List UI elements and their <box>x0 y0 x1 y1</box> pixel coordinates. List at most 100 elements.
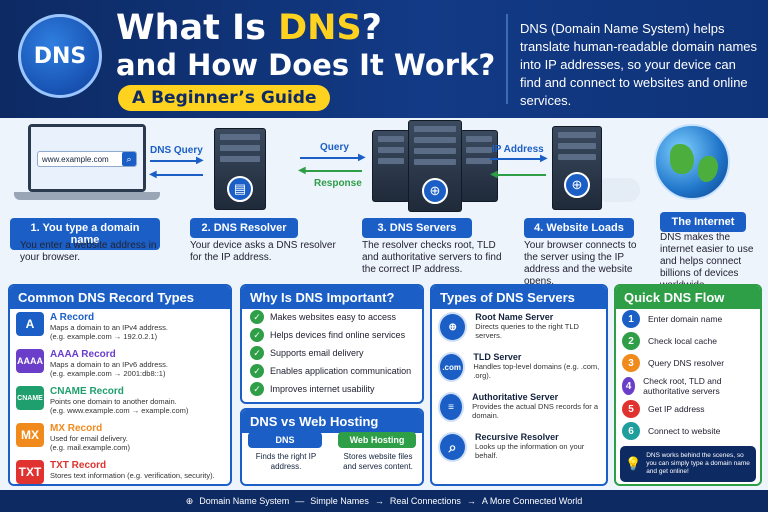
check-icon: ✓ <box>250 382 264 396</box>
response-label: Response <box>314 178 362 189</box>
flow-step: Connect to website <box>648 426 721 436</box>
flow-step: Query DNS resolver <box>648 358 725 368</box>
list-item: ✓ Enables application communication <box>250 364 422 378</box>
why-list: ✓Makes websites easy to access ✓Helps de… <box>250 310 422 396</box>
step-2-label: 2. DNS Resolver <box>190 218 298 238</box>
arrow-left-icon <box>304 170 362 172</box>
dns-resolver-server <box>214 128 266 210</box>
type-desc: Provides the actual DNS records for a do… <box>472 402 599 420</box>
authoritative-server-icon: ≡ <box>438 392 465 422</box>
footer-part: Domain Name System <box>199 496 290 506</box>
dns-desc: Finds the right IP address. <box>255 452 317 471</box>
step-number: 4 <box>622 377 636 395</box>
internet-desc: DNS makes the internet easier to use and… <box>660 232 754 291</box>
arrow-left-icon <box>496 174 546 176</box>
step-1-label: 1. You type a domain name <box>10 218 160 250</box>
arrowhead-icon: ▶ <box>540 153 548 164</box>
search-icon[interactable]: ⌕ <box>122 152 136 166</box>
check-icon: ✓ <box>250 346 264 360</box>
check-icon: ✓ <box>250 310 264 324</box>
page-title: What Is DNS? <box>116 8 382 48</box>
type-desc: Looks up the information on your behalf. <box>475 442 585 460</box>
a-record-icon: A <box>16 312 44 336</box>
record-name: TXT Record <box>50 460 107 471</box>
header-divider <box>506 14 508 104</box>
step-4-label: 4. Website Loads <box>524 218 634 238</box>
step-3-label: 3. DNS Servers <box>362 218 472 238</box>
why-item: Helps devices find online services <box>270 330 406 340</box>
check-icon: ✓ <box>250 364 264 378</box>
record-example: (e.g. example.com → 2001:db8::1) <box>50 369 166 378</box>
tld-server-icon: .com <box>438 352 466 382</box>
logo-text: DNS <box>33 43 87 69</box>
record-desc: Points one domain to another domain. <box>50 397 177 406</box>
why-item: Enables application communication <box>270 366 412 376</box>
footer-part: Simple Names <box>310 496 369 506</box>
list-item: ✓Helps devices find online services <box>250 328 422 342</box>
dns-query-label: DNS Query <box>150 145 203 156</box>
cname-record-icon: CNAME <box>16 386 44 410</box>
step-2-desc: Your device asks a DNS resolver for the … <box>190 240 336 263</box>
laptop-screen: www.example.com ⌕ <box>28 124 146 192</box>
arrowhead-icon: ◀ <box>490 169 498 180</box>
step-4-desc: Your browser connects to the server usin… <box>524 240 637 287</box>
url-bar[interactable]: www.example.com <box>37 151 137 167</box>
record-name: A Record <box>50 312 95 323</box>
arrowhead-icon: ◀ <box>298 165 306 176</box>
arrowhead-icon: ◀ <box>149 169 157 180</box>
list-item: ✓ Makes websites easy to access <box>250 310 422 324</box>
globe-icon: ⊕ <box>185 495 194 506</box>
step-3-desc: The resolver checks root, TLD and author… <box>362 240 502 275</box>
dns-tag: DNS <box>248 432 322 448</box>
footer-part: A More Connected World <box>481 496 583 506</box>
web-hosting-tag: Web Hosting <box>338 432 416 448</box>
earth-globe-icon <box>654 124 730 200</box>
type-name: Root Name Server <box>475 312 554 322</box>
record-name: AAAA Record <box>50 349 116 360</box>
quick-flow-title: Quick DNS Flow <box>616 286 760 309</box>
txt-record-icon: TXT <box>16 460 44 484</box>
footer-separator: — <box>295 496 305 506</box>
globe-icon: ⊕ <box>564 172 590 198</box>
step-number: 6 <box>622 422 640 440</box>
intro-text: DNS (Domain Name System) helps translate… <box>520 21 758 108</box>
page-title-line2: and How Does It Work? <box>116 48 496 82</box>
record-desc: Maps a domain to an IPv4 address. <box>50 323 168 332</box>
arrow-right-icon <box>150 160 200 162</box>
arrow-right-icon <box>300 157 362 159</box>
flow-step: Check local cache <box>648 336 717 346</box>
record-desc: Maps a domain to an IPv6 address. <box>50 360 168 369</box>
arrow-right-icon <box>490 158 544 160</box>
footer-arrow: → <box>374 496 384 506</box>
hosting-desc: Stores website files and serves content. <box>343 452 413 471</box>
cloud-icon <box>596 178 640 202</box>
flow-step: Get IP address <box>648 404 705 414</box>
arrowhead-icon: ▶ <box>196 155 204 166</box>
internet-label: The Internet <box>660 212 746 232</box>
list-item: 6 Connect to website <box>622 422 758 440</box>
record-name: MX Record <box>50 423 103 434</box>
record-types-panel: Common DNS Record Types <box>8 284 232 486</box>
record-types-title: Common DNS Record Types <box>10 286 230 309</box>
title-highlight: DNS <box>278 8 362 48</box>
why-item: Improves internet usability <box>270 384 375 394</box>
footer-arrow: → <box>466 496 476 506</box>
server-types-title: Types of DNS Servers <box>432 286 606 309</box>
why-item: Makes websites easy to access <box>270 312 397 322</box>
root-server-icon: ⊕ <box>438 312 468 342</box>
record-desc: Used for email delivery. <box>50 434 128 443</box>
